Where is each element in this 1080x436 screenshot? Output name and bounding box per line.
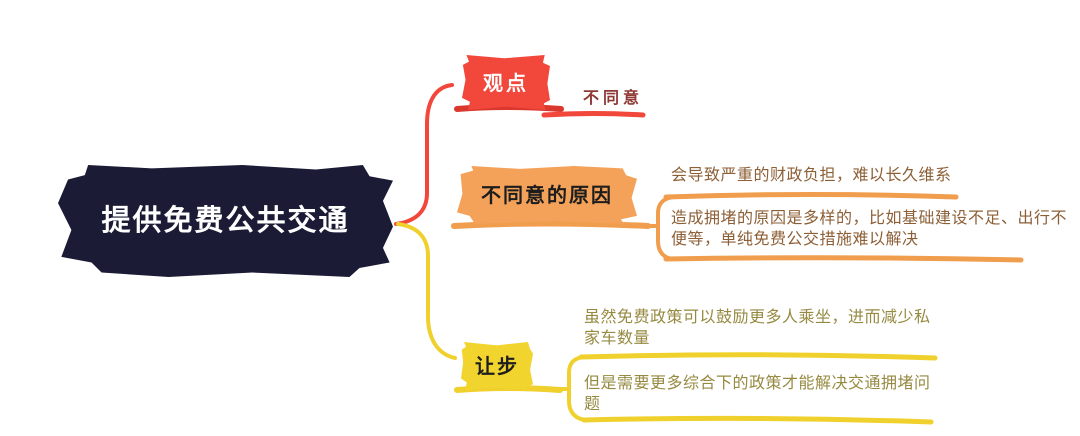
branch-viewpoint-line <box>394 83 454 226</box>
subtopic-encourage-riding[interactable]: 虽然免费政策可以鼓励更多人乘坐，进而减少私家车数量 <box>584 307 931 347</box>
concession-bracket <box>556 355 588 422</box>
branch-concession-line <box>396 222 457 360</box>
topic-viewpoint[interactable]: 观点 <box>462 55 550 110</box>
subtopic-congestion-causes[interactable]: 造成拥堵的原因是多样的，比如基础建设不足、出行不便等，单纯免费公交措施难以解决 <box>671 208 1068 248</box>
topic-viewpoint-label: 观点 <box>483 70 529 95</box>
subtopic-comprehensive-policy[interactable]: 但是需要更多综合下的政策才能解决交通拥堵问题 <box>584 373 931 413</box>
subtopic-policy-underline <box>581 415 934 425</box>
root-topic[interactable]: 提供免费公共交通 <box>58 165 393 277</box>
subtopic-financial-underline <box>663 192 959 200</box>
topic-reasons-label: 不同意的原因 <box>481 183 613 207</box>
subtopic-disagree-underline <box>541 111 646 118</box>
topic-reasons[interactable]: 不同意的原因 <box>457 166 637 224</box>
topic-reasons-underline <box>451 220 651 229</box>
subtopic-financial-burden[interactable]: 会导致严重的财政负担，难以长久维系 <box>671 165 952 184</box>
subtopic-congestion-underline <box>663 255 1024 263</box>
subtopic-encourage-underline <box>578 352 938 361</box>
topic-concession[interactable]: 让步 <box>461 342 533 390</box>
subtopic-disagree[interactable]: 不同意 <box>583 88 644 107</box>
root-topic-label: 提供免费公共交通 <box>101 203 350 238</box>
topic-concession-label: 让步 <box>475 354 519 378</box>
